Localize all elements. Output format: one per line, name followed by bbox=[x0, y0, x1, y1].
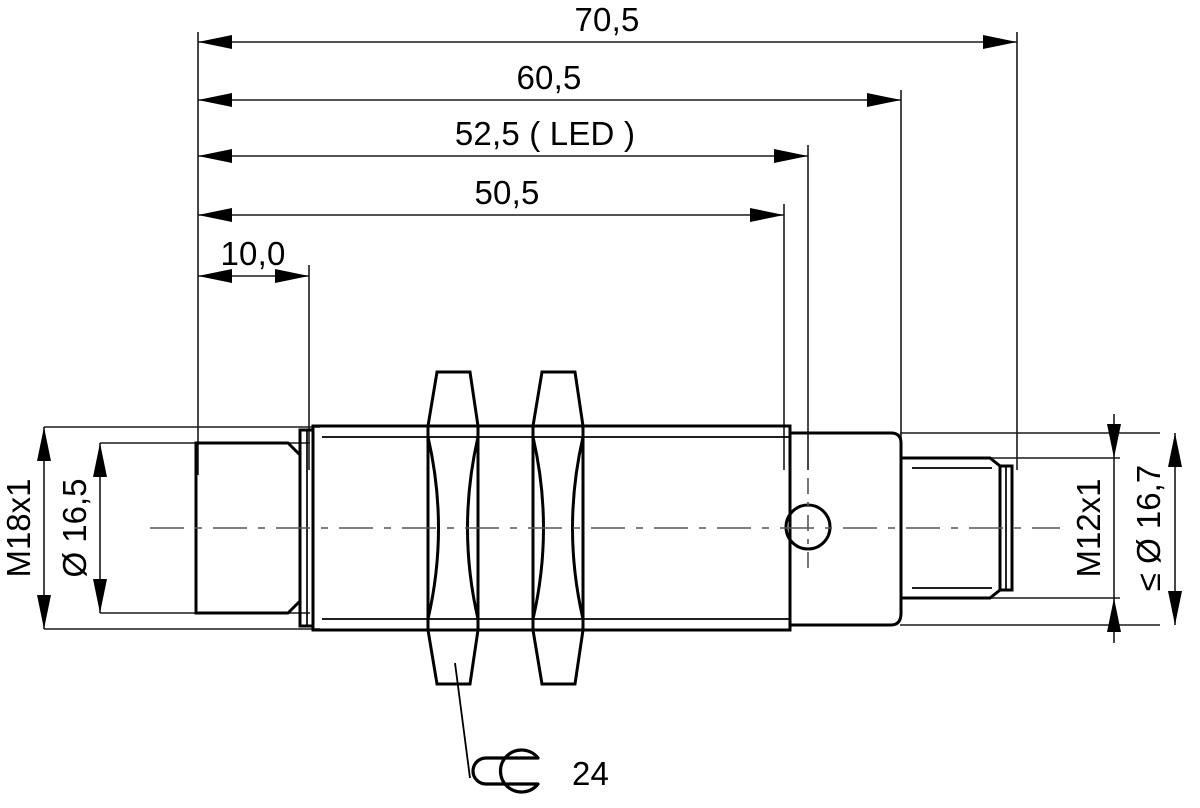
dim-label-60-5: 60,5 bbox=[516, 59, 581, 96]
arrow-right-total-length bbox=[983, 35, 1017, 49]
hex-nut-2-chamfer-right bbox=[571, 436, 585, 620]
rear-body-outline bbox=[788, 431, 903, 627]
dim-label-led: 52,5 ( LED ) bbox=[455, 115, 635, 152]
arrow-top-dia165 bbox=[93, 443, 107, 477]
part-threaded-barrel bbox=[311, 424, 792, 632]
arrow-right-led bbox=[774, 149, 808, 163]
callout-wrench-size: 24 bbox=[454, 662, 609, 794]
dimension-rear-diameter: ≤ Ø 16,7 bbox=[1130, 433, 1182, 625]
dim-label-50-5: 50,5 bbox=[474, 174, 539, 211]
arrow-left-front bbox=[198, 269, 232, 283]
arrow-bottom-dia167 bbox=[1168, 591, 1182, 625]
dim-label-total-length: 70,5 bbox=[574, 1, 639, 38]
hex-nut-2-outline bbox=[531, 370, 585, 686]
part-rear-body bbox=[784, 431, 903, 627]
arrow-left-total-length bbox=[198, 35, 232, 49]
arrow-top-m12 bbox=[1107, 424, 1121, 458]
wrench-icon bbox=[471, 748, 540, 794]
wrench-leader-line bbox=[454, 662, 471, 779]
extension-lines bbox=[44, 32, 1160, 630]
wrench-size-label: 24 bbox=[572, 755, 609, 792]
arrow-bottom-m12 bbox=[1107, 598, 1121, 632]
wrench-icon-shape bbox=[471, 748, 540, 794]
dim-label-face-diameter: Ø 16,5 bbox=[56, 478, 93, 577]
threaded-barrel-outline bbox=[311, 424, 792, 632]
dim-label-front: 10,0 bbox=[220, 235, 285, 272]
part-m12-connector bbox=[899, 456, 1014, 600]
arrow-left-led bbox=[198, 149, 232, 163]
arrow-left-60-5 bbox=[198, 93, 232, 107]
arrow-top-dia167 bbox=[1168, 433, 1182, 467]
arrow-right-60-5 bbox=[867, 93, 901, 107]
dimension-length-front: 10,0 bbox=[198, 235, 309, 283]
arrow-bottom-dia165 bbox=[93, 579, 107, 613]
dimension-length-50-5: 50,5 bbox=[198, 174, 784, 222]
hex-nut-1-outline bbox=[426, 370, 480, 686]
dim-label-thread-rear: M12x1 bbox=[1070, 478, 1107, 577]
dimension-thread-rear: M12x1 bbox=[1070, 414, 1121, 643]
dimension-face-diameter: Ø 16,5 bbox=[56, 443, 107, 613]
arrow-right-front bbox=[275, 269, 309, 283]
dimension-length-60-5: 60,5 bbox=[198, 59, 901, 107]
dimension-total-length: 70,5 bbox=[198, 1, 1017, 49]
dimension-length-led: 52,5 ( LED ) bbox=[198, 115, 808, 163]
arrow-bottom-m18 bbox=[37, 595, 51, 629]
arrow-right-50-5 bbox=[750, 208, 784, 222]
dim-label-rear-diameter: ≤ Ø 16,7 bbox=[1130, 465, 1167, 591]
dimension-thread-front: M18x1 bbox=[0, 427, 51, 629]
hex-nut-1-chamfer-left bbox=[426, 436, 440, 620]
dim-label-thread-front: M18x1 bbox=[0, 478, 37, 577]
arrow-top-m18 bbox=[37, 427, 51, 461]
arrow-left-50-5 bbox=[198, 208, 232, 222]
